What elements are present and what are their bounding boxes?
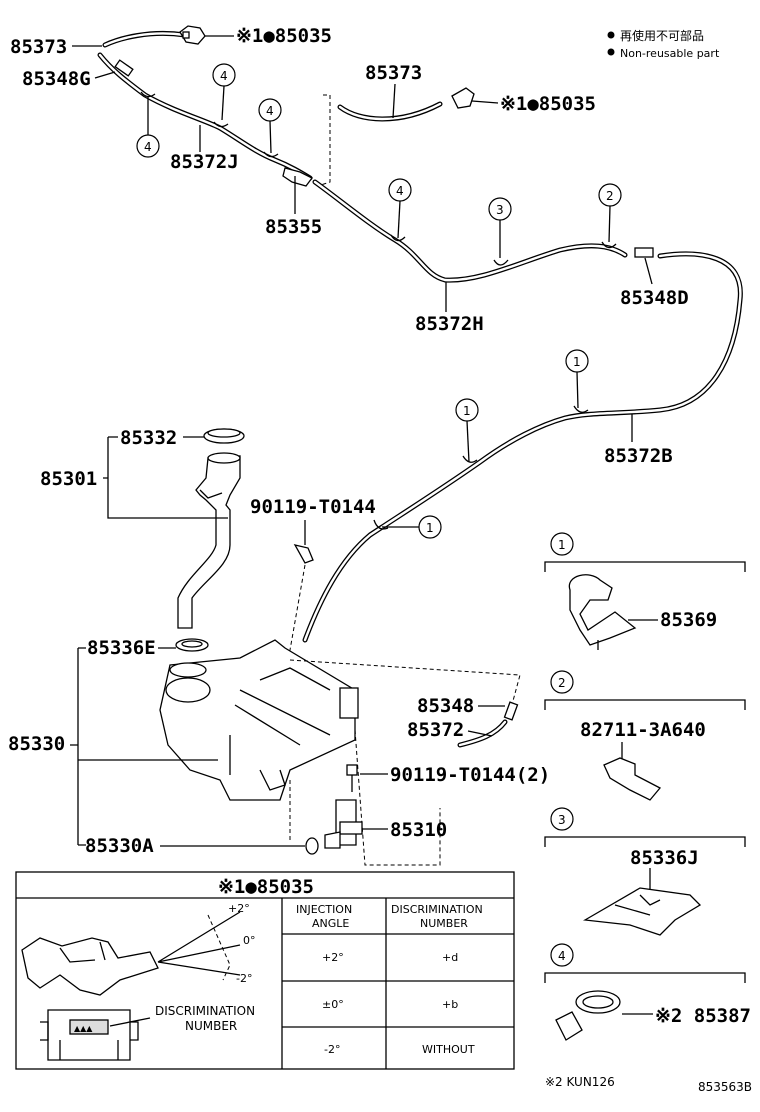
label-85336E: 85336E — [87, 637, 156, 659]
footnote: ※2 KUN126 — [545, 1075, 615, 1089]
washer-tank-85330 — [159, 639, 359, 801]
row2-disc: +b — [442, 998, 458, 1011]
joint-85348G — [114, 59, 134, 77]
hose-85373-right — [337, 87, 475, 122]
label-85332: 85332 — [120, 427, 177, 449]
label-85355: 85355 — [265, 216, 322, 238]
disc-label-2: NUMBER — [185, 1019, 237, 1033]
label-85301: 85301 — [40, 468, 97, 490]
label-85348G: 85348G — [22, 68, 91, 90]
nozzle-table: ※1●85035 INJECTION ANGLE DISCRIMINATION … — [15, 871, 515, 1070]
hose-85372H — [312, 179, 628, 283]
col-disc-header-1: DISCRIMINATION — [391, 903, 483, 916]
label-85330: 85330 — [8, 733, 65, 755]
callout-2: 2 — [606, 189, 614, 203]
clip-panel-3-part: 85336J — [630, 847, 699, 869]
clip-panel-3: 3 85336J — [544, 807, 746, 936]
callout-4a: 4 — [220, 69, 228, 83]
callout-4d: 4 — [396, 184, 404, 198]
clip-panel-1-part: 85369 — [660, 609, 717, 631]
col-disc-header-2: NUMBER — [420, 917, 468, 930]
row2-angle: ±0° — [322, 998, 344, 1011]
angle-mark-plus2: +2° — [228, 902, 250, 915]
bolt-90119-b — [346, 764, 358, 792]
clip-panel-1: 1 85369 — [544, 532, 746, 650]
cap-85332 — [203, 428, 245, 444]
grommet-85336E — [175, 638, 209, 652]
grommet-85330A — [305, 837, 319, 855]
clip-panel-2: 2 82711-3A640 — [544, 670, 746, 801]
figure-id: 853563B — [698, 1080, 752, 1094]
row3-disc: WITHOUT — [422, 1043, 475, 1056]
label-85372J: 85372J — [170, 151, 239, 173]
label-85372H: 85372H — [415, 313, 484, 335]
angle-mark-0: 0° — [243, 934, 256, 947]
row1-disc: +d — [442, 951, 458, 964]
clip-panel-4: 4 ※2 85387 — [544, 943, 751, 1041]
legend-non-reusable-ja: 再使用不可部品 — [620, 28, 704, 43]
legend-non-reusable-en: Non-reusable part — [620, 47, 720, 60]
hose-85372J — [97, 30, 313, 181]
callout-1a: 1 — [573, 355, 581, 369]
callout-4b: 4 — [266, 104, 274, 118]
hose-85372B — [302, 251, 743, 643]
clip-panel-1-num: 1 — [558, 538, 566, 552]
callout-4c: 4 — [144, 140, 152, 154]
label-85035-b: ※1●85035 — [500, 93, 596, 115]
nozzle-85035-left — [179, 25, 206, 45]
label-85348: 85348 — [417, 695, 474, 717]
clip-panel-4-part: ※2 85387 — [655, 1005, 751, 1027]
joint-85355 — [282, 167, 313, 187]
label-85373-a: 85373 — [10, 36, 67, 58]
hose-85372-small — [457, 701, 519, 748]
clip-panel-2-part: 82711-3A640 — [580, 719, 706, 741]
label-85372B: 85372B — [604, 445, 673, 467]
angle-mark-minus2: -2° — [236, 972, 252, 985]
callout-1c: 1 — [426, 521, 434, 535]
callout-1b: 1 — [463, 404, 471, 418]
label-90119-a: 90119-T0144 — [250, 496, 376, 518]
row3-angle: -2° — [324, 1043, 340, 1056]
clip-panel-4-num: 4 — [558, 949, 566, 963]
joint-85348D — [634, 247, 654, 258]
label-90119-b: 90119-T0144(2) — [390, 764, 550, 786]
label-85372: 85372 — [407, 719, 464, 741]
label-85373-b: 85373 — [365, 62, 422, 84]
label-85310: 85310 — [390, 819, 447, 841]
hose-clips — [140, 91, 617, 530]
disc-label-1: DISCRIMINATION — [155, 1004, 255, 1018]
bolt-90119-a — [293, 544, 314, 564]
filler-neck-85301 — [177, 452, 241, 629]
clip-panel-3-num: 3 — [558, 813, 566, 827]
pump-85310 — [324, 799, 363, 849]
label-85348D: 85348D — [620, 287, 689, 309]
col-angle-header-1: INJECTION — [296, 903, 352, 916]
clip-panel-2-num: 2 — [558, 676, 566, 690]
label-85330A: 85330A — [85, 835, 154, 857]
callout-3: 3 — [496, 203, 504, 217]
col-angle-header-2: ANGLE — [312, 917, 349, 930]
disc-mark: ▲▲▲ — [74, 1024, 93, 1033]
nozzle-table-title: ※1●85035 — [218, 876, 314, 898]
row1-angle: +2° — [322, 951, 344, 964]
label-85035-a: ※1●85035 — [236, 25, 332, 47]
